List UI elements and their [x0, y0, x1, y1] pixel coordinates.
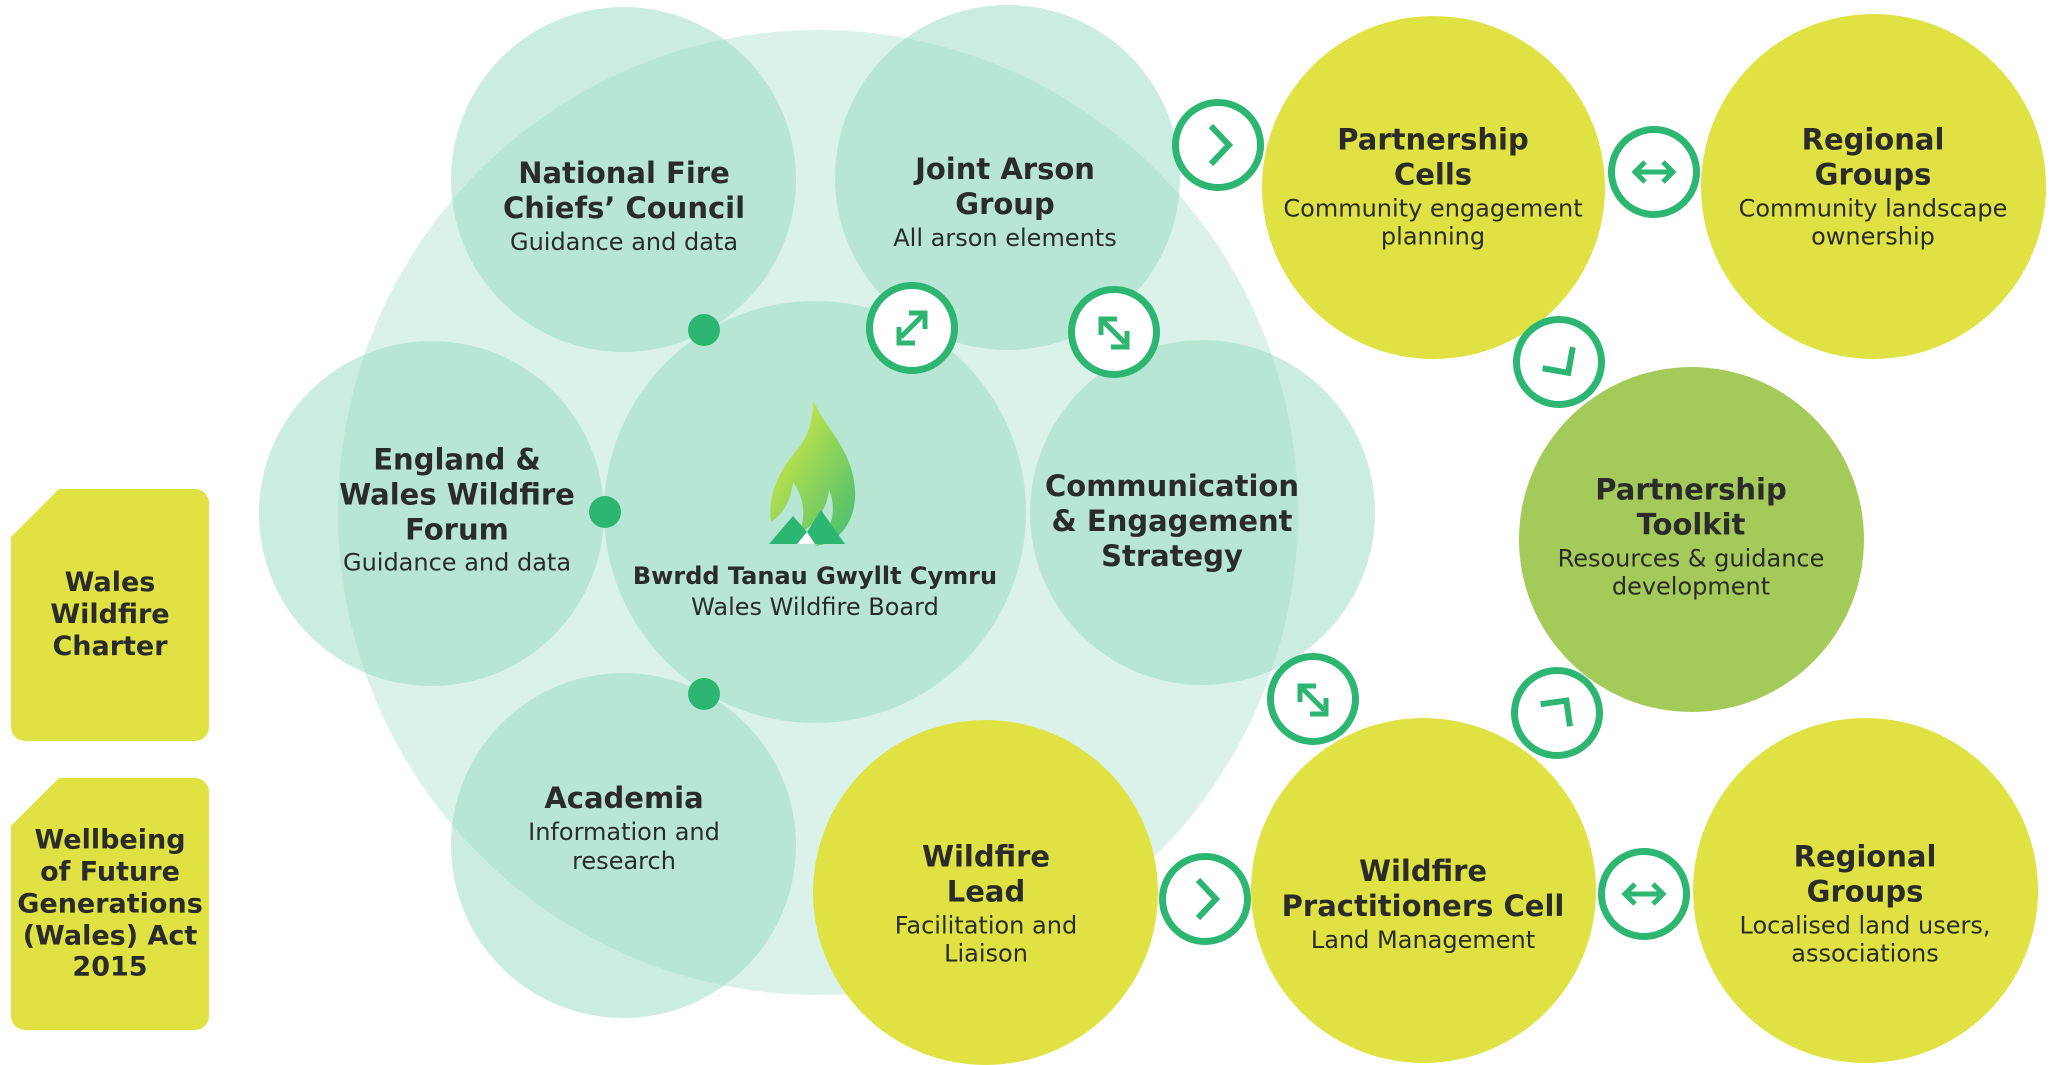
node-title: Communication & Engagement Strategy: [1044, 468, 1299, 573]
node-board: Bwrdd Tanau Gwyllt Cymru Wales Wildfire …: [615, 562, 1015, 622]
node-title: Academia: [544, 780, 704, 815]
node-title: Regional Groups: [1801, 122, 1945, 192]
node-subtitle: Facilitation and Liaison: [894, 911, 1078, 968]
node-subtitle: All arson elements: [893, 223, 1117, 252]
node-title: Bwrdd Tanau Gwyllt Cymru: [632, 562, 998, 591]
node-subtitle: Land Management: [1310, 925, 1536, 954]
connector-dot: [589, 496, 621, 528]
corner-arrow-icon: [1511, 667, 1603, 759]
node-lead: Wildfire Lead Facilitation and Liaison: [826, 839, 1146, 968]
node-circle-practitioners: [1251, 718, 1596, 1063]
node-circle-comms: [1030, 340, 1375, 685]
card-wellbeing-act: Wellbeing of Future Generations (Wales) …: [11, 778, 209, 1030]
node-subtitle: Wales Wildfire Board: [691, 593, 939, 621]
node-circle-rg-top: [1701, 14, 2046, 359]
arrow-diagonal-icon: [1267, 653, 1359, 745]
arrow-right-icon: [1172, 99, 1264, 191]
corner-arrow-icon: [1513, 316, 1605, 408]
node-jag: Joint Arson Group All arson elements: [845, 152, 1165, 252]
node-toolkit: Partnership Toolkit Resources & guidance…: [1526, 472, 1856, 601]
node-title: Partnership Cells: [1337, 122, 1529, 192]
node-subtitle: Information and research: [528, 817, 720, 875]
connector-dot: [688, 314, 720, 346]
node-practitioners: Wildfire Practitioners Cell Land Managem…: [1258, 854, 1588, 954]
node-subtitle: Guidance and data: [342, 548, 572, 577]
node-rg-top: Regional Groups Community landscape owne…: [1708, 122, 2038, 251]
node-circle-rg-bottom: [1693, 718, 2038, 1063]
arrow-right-icon: [1159, 853, 1251, 945]
node-title: Partnership Toolkit: [1595, 472, 1787, 542]
node-circle-academia: [451, 673, 796, 1018]
node-academia: Academia Information and research: [464, 781, 784, 875]
arrow-diagonal-icon: [1068, 286, 1160, 378]
node-circle-nfcc: [451, 7, 796, 352]
node-subtitle: Localised land users, associations: [1739, 911, 1991, 968]
node-subtitle: Community engagement planning: [1283, 194, 1583, 251]
flame-logo-icon: [769, 400, 856, 546]
node-title: Wildfire Lead: [921, 839, 1051, 909]
card-wales-wildfire-charter: Wales Wildfire Charter: [11, 489, 209, 741]
node-title: England & Wales Wildfire Forum: [339, 442, 575, 546]
node-title: Regional Groups: [1793, 839, 1937, 909]
connector-dot: [688, 678, 720, 710]
arrow-diagonal-icon: [866, 282, 958, 374]
node-circle-ewwf: [259, 341, 604, 686]
node-subtitle: Guidance and data: [509, 227, 739, 256]
card-wellbeing-label: Wellbeing of Future Generations (Wales) …: [17, 824, 203, 983]
node-rg-bottom: Regional Groups Localised land users, as…: [1700, 839, 2030, 968]
node-pcells: Partnership Cells Community engagement p…: [1268, 122, 1598, 251]
arrow-bidirectional-icon: [1608, 126, 1700, 218]
node-ewwf: England & Wales Wildfire Forum Guidance …: [297, 442, 617, 577]
node-circle-lead: [813, 720, 1158, 1065]
node-nfcc: National Fire Chiefs’ Council Guidance a…: [464, 156, 784, 256]
node-comms: Communication & Engagement Strategy: [1012, 469, 1332, 575]
node-subtitle: Resources & guidance development: [1557, 544, 1825, 601]
card-charter-label: Wales Wildfire Charter: [50, 567, 170, 662]
node-title: Joint Arson Group: [915, 151, 1095, 221]
node-subtitle: Community landscape ownership: [1738, 194, 2008, 251]
arrow-bidirectional-icon: [1598, 848, 1690, 940]
node-circle-toolkit: [1519, 367, 1864, 712]
node-circle-pcells: [1262, 16, 1605, 359]
node-title: Wildfire Practitioners Cell: [1281, 853, 1565, 923]
node-title: National Fire Chiefs’ Council: [502, 155, 746, 225]
